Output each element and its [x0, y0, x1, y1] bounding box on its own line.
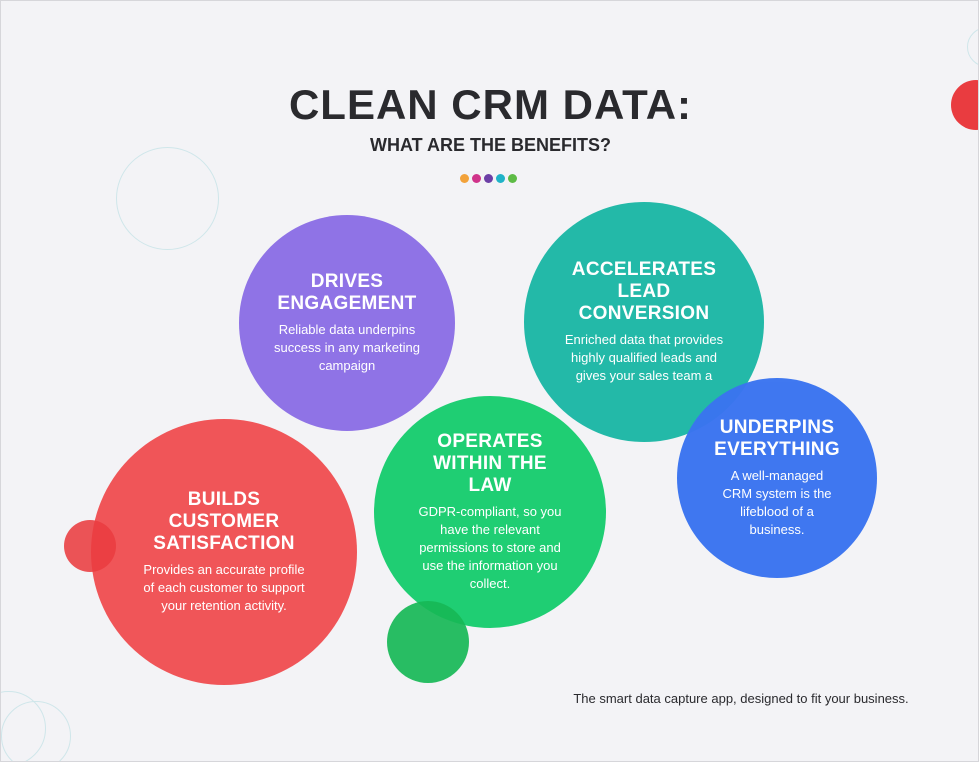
- bubble-accelerates-lead-conversion: ACCELERATES LEAD CONVERSION Enriched dat…: [524, 202, 764, 442]
- accent-dot: [496, 174, 505, 183]
- decorative-ring: [967, 27, 978, 67]
- bubble-text: GDPR-compliant, so you have the relevant…: [418, 504, 562, 591]
- page-subtitle: WHAT ARE THE BENEFITS?: [370, 135, 611, 155]
- page-title: CLEAN CRM DATA:: [288, 81, 693, 128]
- accent-dot: [472, 174, 481, 183]
- bubble-text: A well-managed CRM system is the lifeblo…: [722, 468, 832, 537]
- bubble-heading: ACCELERATES LEAD CONVERSION: [571, 259, 717, 324]
- bubble-heading: BUILDS CUSTOMER SATISFACTION: [153, 489, 295, 554]
- accent-dot: [460, 174, 469, 183]
- footer-tagline: The smart data capture app, designed to …: [573, 691, 909, 706]
- bubble-heading: OPERATES WITHIN THE LAW: [433, 431, 547, 496]
- bubble-heading: UNDERPINS EVERYTHING: [714, 417, 840, 460]
- bubble-heading: DRIVES ENGAGEMENT: [277, 271, 417, 314]
- accent-dot: [484, 174, 493, 183]
- decorative-ring: [116, 147, 219, 250]
- bubble-builds-customer-satisfaction: BUILDS CUSTOMER SATISFACTION Provides an…: [91, 419, 357, 685]
- decorative-green-circle: [387, 601, 469, 683]
- bubble-text: Reliable data underpins success in any m…: [274, 322, 420, 373]
- decorative-red-circle: [64, 520, 116, 572]
- accent-dot: [508, 174, 517, 183]
- bubble-underpins-everything: UNDERPINS EVERYTHING A well-managed CRM …: [677, 378, 877, 578]
- decorative-ring: [1, 701, 71, 761]
- bubble-text: Provides an accurate profile of each cus…: [143, 562, 305, 613]
- bubble-text: Enriched data that provides highly quali…: [564, 332, 724, 383]
- bubble-drives-engagement: DRIVES ENGAGEMENT Reliable data underpin…: [239, 215, 455, 431]
- bubble-operates-within-the-law: OPERATES WITHIN THE LAW GDPR-compliant, …: [374, 396, 606, 628]
